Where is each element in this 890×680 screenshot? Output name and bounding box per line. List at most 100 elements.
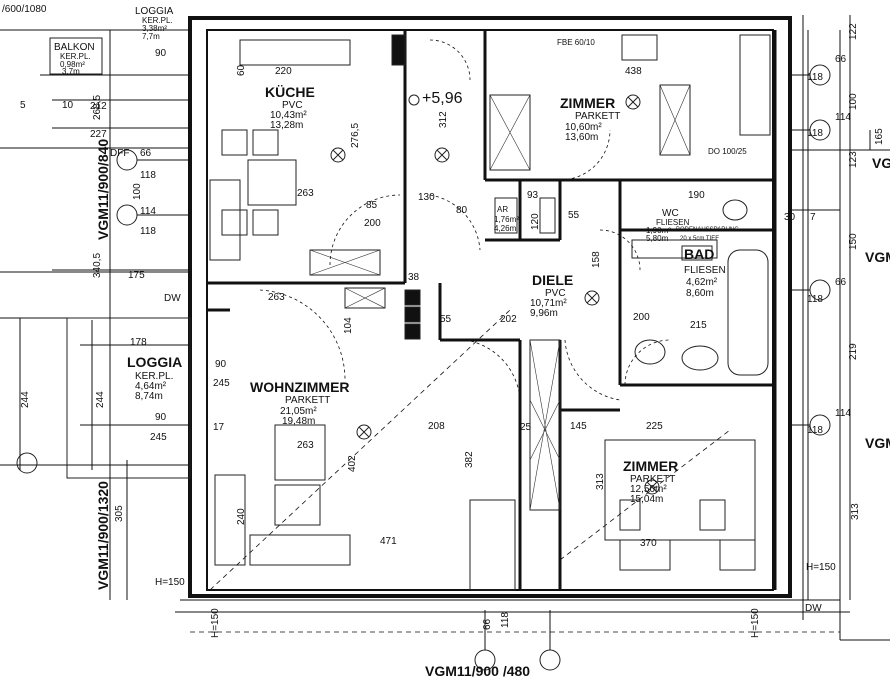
dim: 123: [848, 151, 859, 168]
room-area: 1,76m²: [494, 215, 519, 224]
room-name: BALKON: [54, 42, 95, 53]
room-diele: DIELE PVC 10,71m² 9,96m: [530, 272, 573, 319]
room-perimeter: 7,7m: [142, 32, 160, 41]
dim: 85: [366, 200, 378, 211]
plan-labels: +5,96 VGM11/900/840 VGM11/900/1320 VGM11…: [2, 4, 890, 679]
room-area: 10,43m²: [270, 110, 307, 121]
dim: 60: [236, 64, 247, 76]
room-perimeter: 9,96m: [530, 308, 558, 319]
dim: 114: [140, 206, 156, 217]
dim: 263: [268, 292, 285, 303]
room-perimeter: 13,60m: [565, 132, 598, 143]
dim: 145: [570, 421, 587, 432]
room-floor: PARKETT: [575, 111, 620, 122]
dim: 90: [155, 412, 167, 423]
dim: 130: [418, 192, 435, 203]
dim: 263: [297, 440, 314, 451]
dim: 122: [848, 23, 859, 40]
dim: 382: [464, 451, 475, 468]
dim: 80: [456, 205, 468, 216]
dim: 200: [633, 312, 650, 323]
dim: 244: [95, 391, 106, 408]
dim: 212: [90, 101, 107, 112]
room-perimeter: 19,48m: [282, 416, 315, 427]
room-floor: FLIESEN: [656, 218, 690, 227]
dim: 158: [591, 251, 602, 268]
room-floor: PARKETT: [630, 474, 675, 485]
dim: 215: [690, 320, 707, 331]
dim: 471: [380, 536, 397, 547]
dim: 263: [297, 188, 314, 199]
dim: 5: [20, 100, 26, 111]
dim: 30: [784, 212, 796, 223]
h150-label-d: H=150: [750, 608, 761, 638]
room-wohnzimmer: WOHNZIMMER PARKETT 21,05m² 19,48m: [250, 379, 350, 427]
h150-label-a: H=150: [155, 577, 185, 588]
vgm-label-left-2: VGM11/900/1320: [95, 481, 111, 590]
dim: 118: [140, 226, 156, 237]
room-floor: FLIESEN: [684, 265, 726, 276]
room-perimeter: 8,74m: [135, 391, 163, 402]
room-floor: KER.PL.: [142, 16, 173, 25]
dim: 7: [810, 212, 816, 223]
room-name: ZIMMER: [560, 95, 615, 111]
dim: 120: [530, 213, 541, 230]
room-bad: BAD FLIESEN 4,62m² 8,60m: [681, 245, 726, 299]
floor-recess-label: BODENAUSSPARUNG: [676, 227, 739, 233]
room-floor: PVC: [545, 288, 566, 299]
room-perimeter: 4,26m: [494, 224, 517, 233]
dim: 244: [20, 391, 31, 408]
dim: 219: [848, 343, 859, 360]
dw-label-bottom: DW: [805, 603, 822, 614]
dim: 190: [688, 190, 705, 201]
dim: 370: [640, 538, 657, 549]
room-perimeter: 3,7m: [62, 67, 80, 76]
room-wc: WC FLIESEN 1,90m² 5,80m: [646, 208, 690, 243]
door-swings: [209, 39, 731, 591]
room-zimmer-1: ZIMMER PARKETT 10,60m² 13,60m: [560, 95, 620, 143]
room-perimeter: 15,04m: [630, 494, 663, 505]
h150-label-c: H=150: [210, 608, 221, 638]
room-area: 4,62m²: [686, 277, 718, 288]
interior-walls: [207, 30, 777, 590]
dim: 165: [874, 128, 885, 145]
axis-markers: [16, 64, 831, 671]
dim: 100: [848, 93, 859, 110]
room-name: DIELE: [532, 272, 573, 288]
dim: 17: [213, 422, 225, 433]
vgm-label-right-3: VGM: [865, 435, 890, 451]
dim: 202: [500, 314, 517, 325]
dim: 90: [215, 359, 227, 370]
dim: 118: [807, 425, 823, 436]
dim: 268,5: [92, 95, 103, 120]
room-kueche: KÜCHE PVC 10,43m² 13,28m: [265, 84, 315, 131]
dimension-lines: [19, 15, 890, 600]
room-ar: AR 1,76m² 4,26m: [494, 205, 519, 233]
dimension-labels: 220 438 263 263 263 200 200 471 382 402 …: [20, 23, 885, 630]
window-fbe-label: FBE 60/10: [557, 38, 595, 47]
room-zimmer-2: ZIMMER PARKETT 12,50m² 15,04m: [623, 458, 678, 505]
dim: 38: [408, 272, 420, 283]
dim: 55: [440, 314, 452, 325]
room-area: 0,98m²: [60, 60, 85, 69]
dim: 225: [646, 421, 663, 432]
room-perimeter: 8,60m: [686, 288, 714, 299]
room-perimeter: 5,80m: [646, 234, 669, 243]
room-name: WOHNZIMMER: [250, 379, 350, 395]
dim: 66: [482, 618, 493, 630]
dim: DFF: [110, 148, 129, 159]
dim: 66: [835, 54, 847, 65]
dim: 220: [275, 66, 292, 77]
dim: 276,5: [350, 123, 361, 148]
dim: 90: [155, 48, 167, 59]
dw-label-left: DW: [164, 293, 181, 304]
floor-recess-depth: 20 x 5cm TIEF: [680, 236, 719, 242]
room-area: 3,38m²: [142, 24, 167, 33]
dim: 178: [130, 337, 147, 348]
h150-label-b: H=150: [806, 562, 836, 573]
dim: 114: [835, 112, 851, 123]
dim: 438: [625, 66, 642, 77]
room-floor: PARKETT: [285, 395, 330, 406]
dim: 312: [438, 111, 449, 128]
